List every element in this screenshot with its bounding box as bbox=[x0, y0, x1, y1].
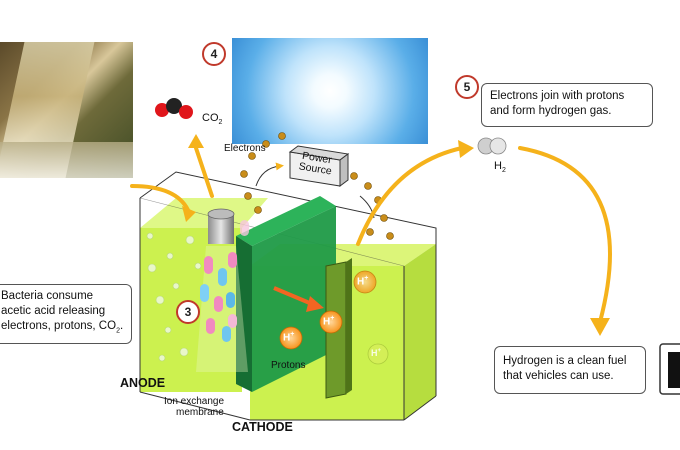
step-4-marker: 4 bbox=[202, 42, 226, 66]
arrow-heads bbox=[182, 134, 610, 336]
step-5-marker: 5 bbox=[455, 75, 479, 99]
co2-molecule bbox=[155, 98, 193, 119]
bubbles bbox=[146, 232, 202, 362]
protons bbox=[279, 270, 389, 365]
proton-label-1: H+ bbox=[283, 331, 295, 344]
electrons-label: Electrons bbox=[224, 143, 266, 154]
power-source bbox=[288, 145, 350, 187]
step-3-marker: 3 bbox=[176, 300, 200, 324]
protons-label: Protons bbox=[271, 360, 306, 371]
bacteria-callout: Bacteria consume acetic acid releasing e… bbox=[0, 284, 132, 344]
anode-label: ANODE bbox=[120, 376, 166, 390]
membrane-label: Ion exchange membrane bbox=[164, 396, 225, 418]
cathode-label: CATHODE bbox=[232, 420, 293, 434]
electrons-join-callout: Electrons join with protons and form hyd… bbox=[481, 83, 653, 127]
proton-label-3: H+ bbox=[357, 275, 369, 288]
proton-label-4: H+ bbox=[371, 348, 382, 358]
electrons bbox=[240, 132, 394, 240]
wastewater-photo bbox=[0, 42, 133, 178]
hydrogen-fuel-callout: Hydrogen is a clean fuel that vehicles c… bbox=[494, 346, 646, 394]
proton-label-2: H+ bbox=[323, 315, 335, 328]
co2-label: CO2 bbox=[202, 112, 223, 127]
process-arrows bbox=[130, 146, 612, 324]
fuel-pump-icon bbox=[659, 343, 680, 395]
ion-exchange-membrane bbox=[236, 196, 336, 392]
bacteria bbox=[200, 220, 249, 342]
h2-molecule bbox=[477, 137, 507, 155]
h2-label: H2 bbox=[494, 160, 506, 175]
sunlight-photo bbox=[232, 38, 428, 144]
proton-flow-arrow bbox=[273, 286, 324, 312]
